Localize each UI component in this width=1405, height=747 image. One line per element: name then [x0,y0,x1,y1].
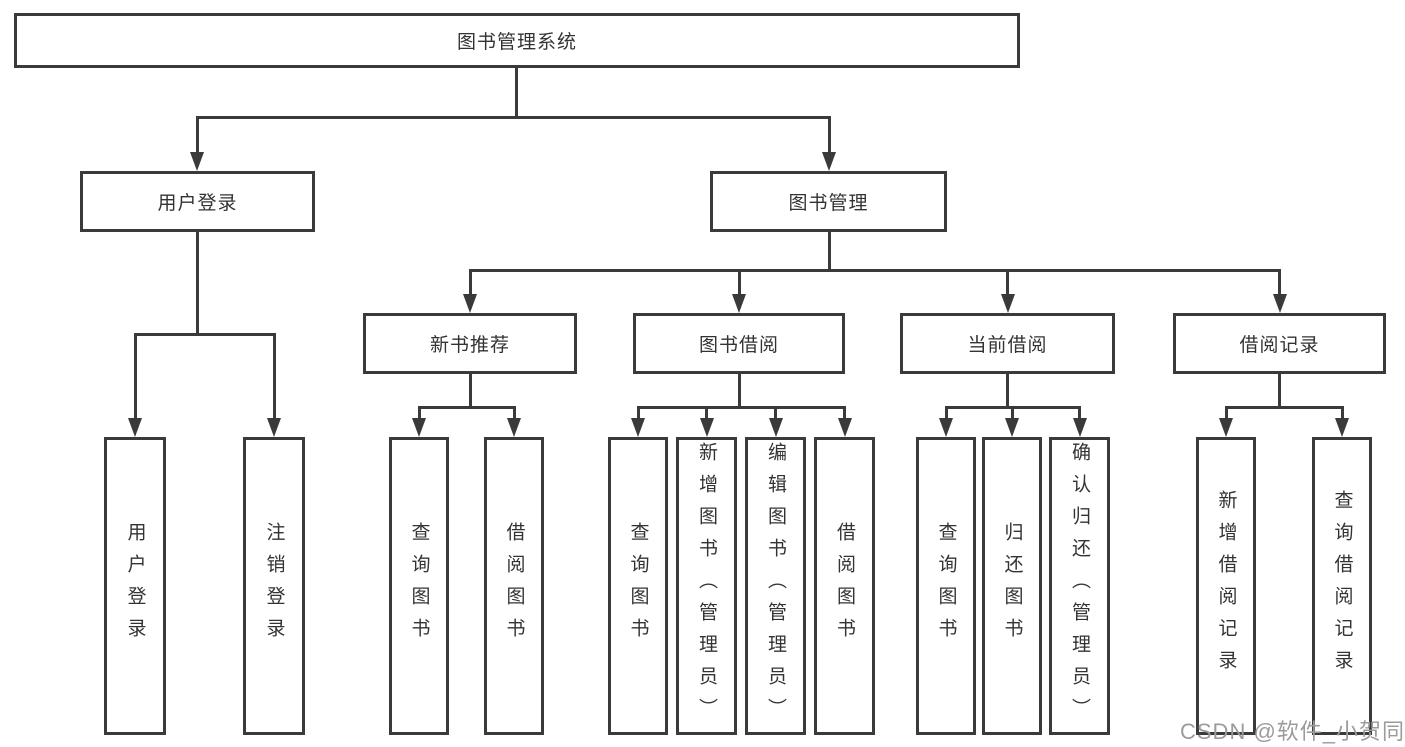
leaf-confirm-return-admin: 确认归还（管理员） [1049,437,1110,735]
arrowhead-down-icon [412,418,426,437]
arrowhead-down-icon [1005,418,1019,437]
node-label: 新增图书（管理员） [696,442,717,730]
connector-line [195,116,199,154]
node-current-borrow: 当前借阅 [900,313,1115,374]
leaf-add-borrow-record: 新增借阅记录 [1196,437,1256,735]
connector-line [843,406,846,420]
node-root: 图书管理系统 [14,13,1020,68]
arrowhead-down-icon [190,152,204,171]
connector-line [944,406,948,420]
node-borrow-records: 借阅记录 [1173,313,1386,374]
connector-line [468,372,472,408]
node-label: 图书借阅 [698,335,779,356]
node-label: 用户登录 [124,522,146,650]
leaf-query-books-current: 查询图书 [916,437,976,735]
arrowhead-down-icon [128,418,142,437]
node-label: 用户登录 [157,193,238,214]
leaf-edit-book-admin: 编辑图书（管理员） [745,437,806,735]
connector-user-login-hline [133,333,275,336]
connector-root-hline [195,116,831,119]
arrowhead-down-icon [1335,418,1349,437]
connector-line [1278,269,1281,296]
arrowhead-down-icon [267,418,281,437]
arrowhead-down-icon [732,294,746,313]
connector-line [133,333,137,420]
arrowhead-down-icon [1000,294,1015,313]
connector-book-mgmt-stem [827,230,831,272]
leaf-query-borrow-record: 查询借阅记录 [1312,437,1372,735]
leaf-return-book: 归还图书 [982,437,1042,735]
connector-line [774,406,777,420]
connector-line [1010,406,1014,420]
node-label: 查询图书 [935,522,957,650]
connector-line [737,269,741,296]
node-label: 确认归还（管理员） [1069,442,1090,730]
connector-line [1006,269,1009,296]
node-label: 归还图书 [1001,522,1023,650]
connector-line [272,333,276,420]
connector-line [1006,372,1009,408]
leaf-borrow-books: 借阅图书 [814,437,875,735]
node-user-login: 用户登录 [80,171,315,232]
connector-line [512,406,516,420]
node-label: 查询借阅记录 [1331,490,1353,682]
arrowhead-down-icon [1272,294,1287,313]
connector-line [827,116,831,154]
connector-hline [417,406,516,409]
arrowhead-down-icon [1072,418,1087,437]
connector-hline [636,406,846,409]
node-label: 借阅图书 [834,522,855,650]
node-label: 借阅记录 [1239,335,1320,356]
node-label: 新增借阅记录 [1215,490,1237,682]
leaf-user-login: 用户登录 [104,437,166,735]
node-label: 注销登录 [263,522,285,650]
node-label: 借阅图书 [503,522,525,650]
arrowhead-down-icon [631,418,645,437]
arrowhead-down-icon [507,418,521,437]
connector-user-login-stem [196,230,199,336]
connector-line [417,406,421,420]
node-label: 编辑图书（管理员） [765,442,786,730]
watermark: CSDN @软件_小贺同学 [1180,719,1405,744]
connector-root-stem [514,66,518,118]
connector-hline [1224,406,1344,409]
arrowhead-down-icon [699,418,714,437]
node-label: 查询图书 [408,522,430,650]
leaf-query-books-borrow: 查询图书 [608,437,668,735]
leaf-add-book-admin: 新增图书（管理员） [676,437,737,735]
leaf-logout: 注销登录 [243,437,305,735]
node-book-management: 图书管理 [710,171,947,232]
arrowhead-down-icon [822,152,836,171]
node-label: 图书管理 [788,193,869,214]
node-label: 查询图书 [627,522,649,650]
connector-line [1340,406,1344,420]
arrowhead-down-icon [837,418,852,437]
leaf-borrow-books-recommend: 借阅图书 [484,437,544,735]
node-book-borrow: 图书借阅 [633,313,845,374]
arrowhead-down-icon [939,418,953,437]
connector-line [705,406,708,420]
connector-line [1224,406,1228,420]
node-new-book-recommend: 新书推荐 [363,313,577,374]
connector-line [737,372,741,408]
leaf-query-books-recommend: 查询图书 [389,437,449,735]
arrowhead-down-icon [1219,418,1233,437]
connector-line [1278,372,1281,408]
connector-line [468,269,472,296]
connector-book-mgmt-hline [468,269,1281,272]
arrowhead-down-icon [768,418,783,437]
node-label: 新书推荐 [429,335,510,356]
node-label: 图书管理系统 [456,32,577,53]
connector-line [1078,406,1081,420]
arrowhead-down-icon [463,294,477,313]
node-label: 当前借阅 [967,335,1048,356]
connector-line [636,406,640,420]
